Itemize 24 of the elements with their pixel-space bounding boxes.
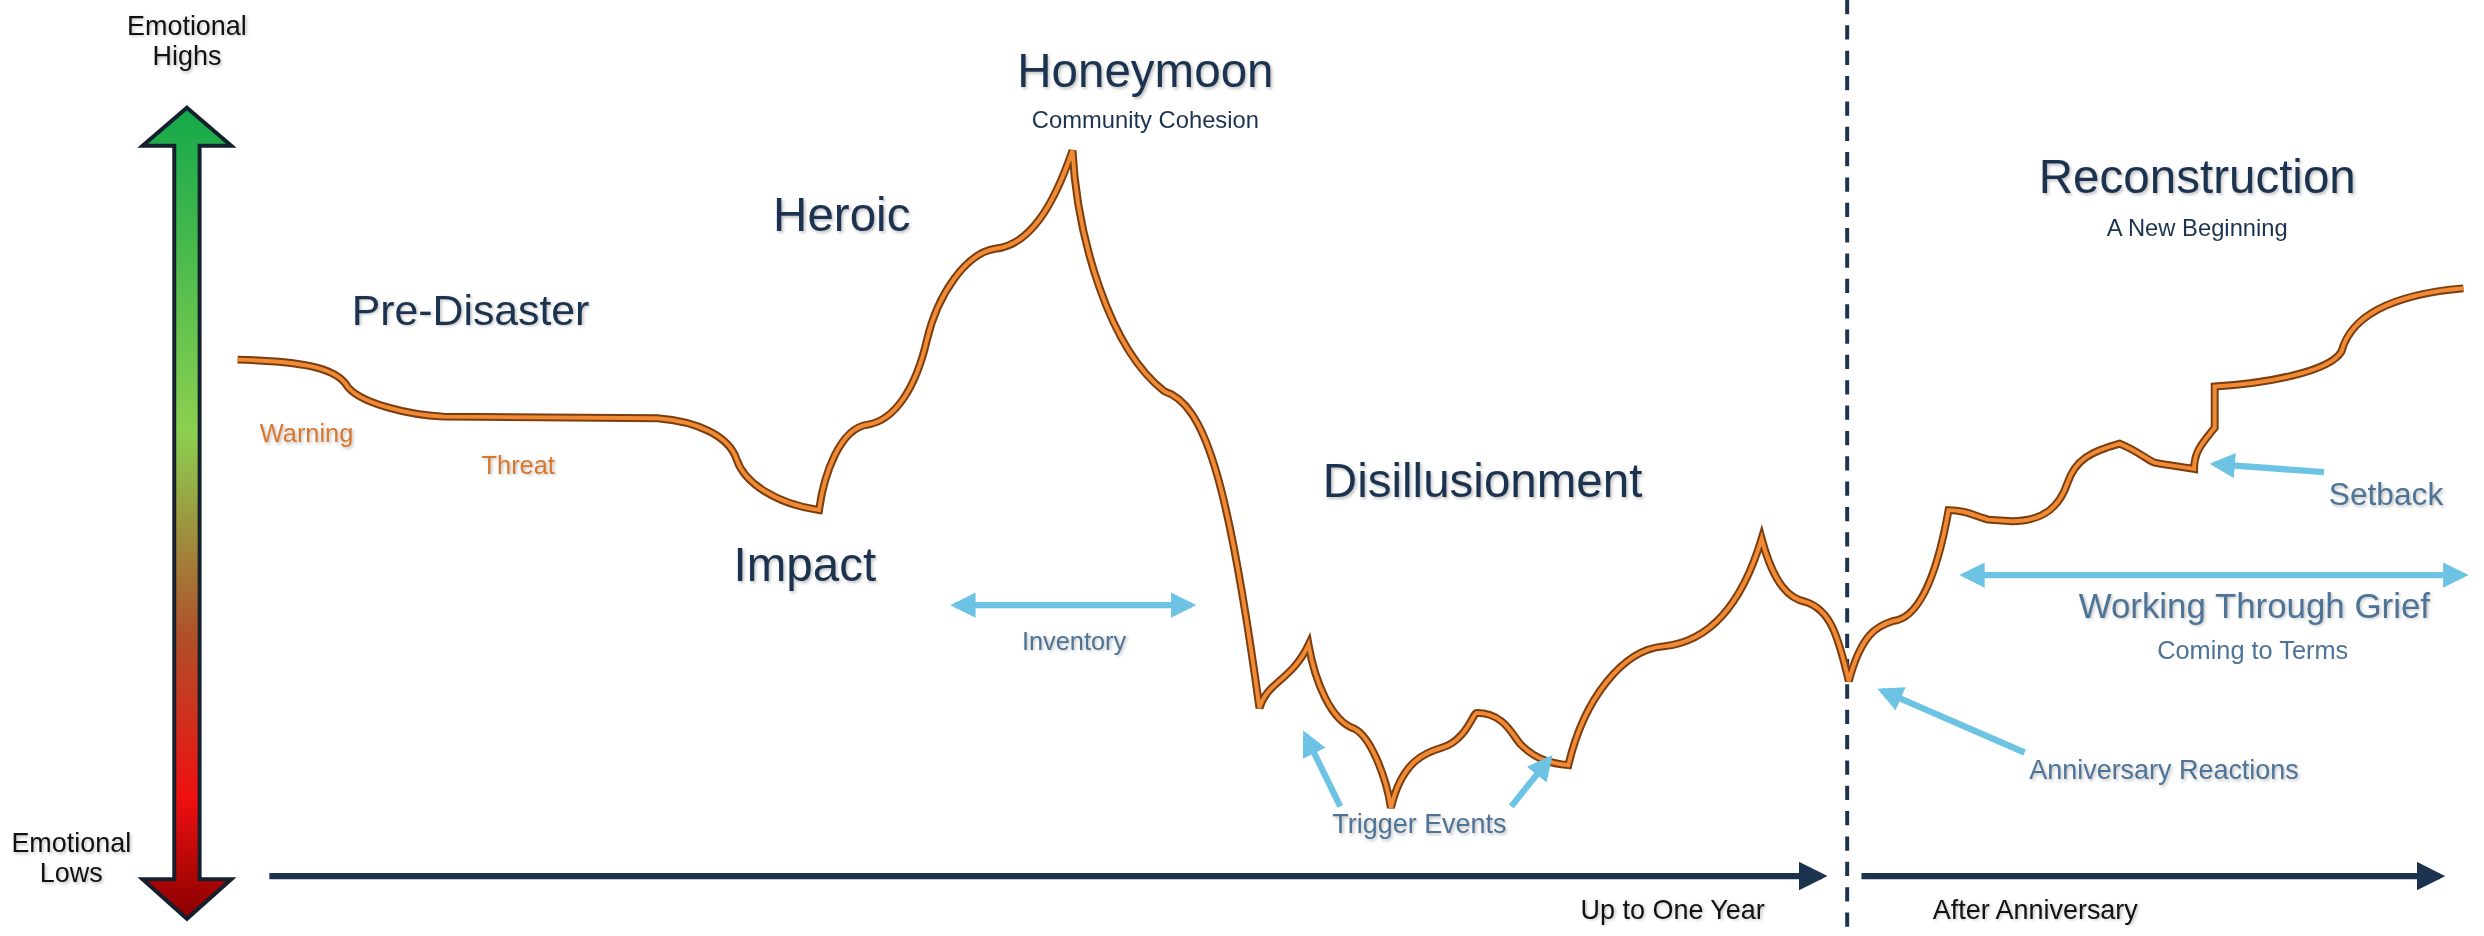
phase-title: Honeymoon (1017, 44, 1274, 97)
leader-arrow (2209, 453, 2325, 479)
leader-arrow (1302, 730, 1344, 808)
stage-label: Threat (481, 451, 555, 480)
callout-label: Trigger Events (1332, 811, 1507, 841)
phase-subtitle: Community Cohesion (1031, 107, 1259, 134)
axis-label: Emotional Highs (126, 12, 248, 72)
axis-label: After Anniversary (1932, 896, 2138, 927)
axis-label: Up to One Year (1580, 896, 1765, 927)
callout-label: Setback (2328, 476, 2444, 512)
phase-title: Heroic (773, 188, 911, 241)
phase-subtitle: A New Beginning (2106, 215, 2288, 242)
span-label: Inventory (1021, 627, 1127, 656)
leader-arrow (1877, 687, 2026, 756)
span-sublabel: Coming to Terms (2157, 636, 2349, 665)
phase-title: Reconstruction (2038, 150, 2356, 203)
phase-title: Impact (733, 538, 877, 591)
leader-arrow (1508, 754, 1553, 809)
callout-label: Anniversary Reactions (2029, 757, 2299, 787)
axis-label: Emotional Lows (10, 830, 133, 890)
phase-title: Disillusionment (1322, 454, 1643, 507)
stage-label: Warning (259, 419, 354, 448)
span-label: Working Through Grief (2078, 587, 2430, 627)
phase-title: Pre-Disaster (351, 288, 590, 336)
